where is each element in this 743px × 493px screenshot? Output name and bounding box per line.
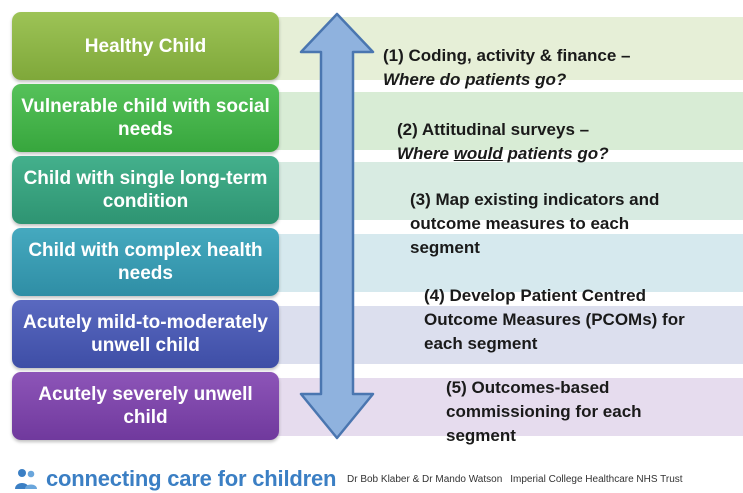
step-1-title: (1) Coding, activity & finance –	[383, 46, 631, 65]
step-1-coding-activity-finance: (1) Coding, activity & finance – Where d…	[383, 44, 631, 92]
step-4-line-3: each segment	[424, 334, 538, 353]
step-2-question: Where would patients go?	[397, 142, 609, 166]
step-5-line-2: commissioning for each	[446, 402, 642, 421]
segment-complex-health-needs: Child with complex health needs	[12, 228, 279, 296]
segment-label: Child with single long-term condition	[23, 168, 268, 212]
step-2-question-emphasis: would	[453, 144, 503, 163]
segment-vulnerable-child: Vulnerable child with social needs	[12, 84, 279, 152]
step-2-title: (2) Attitudinal surveys –	[397, 120, 590, 139]
step-5-line-1: (5) Outcomes-based	[446, 378, 610, 397]
segment-label: Child with complex health needs	[28, 240, 263, 284]
step-2-question-start: Where	[397, 144, 454, 163]
step-3-line-3: segment	[410, 238, 480, 257]
segment-mild-moderately-unwell: Acutely mild-to-moderately unwell child	[12, 300, 279, 368]
step-5-line-3: segment	[446, 426, 516, 445]
segment-label: Acutely mild-to-moderately unwell child	[23, 312, 268, 356]
segment-severely-unwell: Acutely severely unwell child	[12, 372, 279, 440]
double-arrow-shape	[299, 12, 375, 440]
step-3-map-indicators: (3) Map existing indicators and outcome …	[410, 188, 659, 260]
step-3-line-1: (3) Map existing indicators and	[410, 190, 660, 209]
credit-authors: Dr Bob Klaber & Dr Mando Watson	[347, 474, 503, 485]
step-4-line-2: Outcome Measures (PCOMs) for	[424, 310, 685, 329]
brand-name: connecting care for children	[46, 466, 337, 491]
brand-logo: connecting care for children	[14, 466, 336, 492]
step-4-line-1: (4) Develop Patient Centred	[424, 286, 646, 305]
segment-label: Vulnerable child with social needs	[21, 96, 270, 140]
segment-healthy-child: Healthy Child	[12, 12, 279, 80]
credit-organisation: Imperial College Healthcare NHS Trust	[510, 474, 683, 485]
step-2-question-end: patients go?	[502, 144, 609, 163]
segment-single-long-term-condition: Child with single long-term condition	[12, 156, 279, 224]
segment-label: Healthy Child	[84, 35, 207, 57]
step-5-outcomes-commissioning: (5) Outcomes-based commissioning for eac…	[446, 376, 642, 448]
step-4-develop-pcoms: (4) Develop Patient Centred Outcome Meas…	[424, 284, 685, 356]
step-3-line-2: outcome measures to each	[410, 214, 630, 233]
step-1-question: Where do patients go?	[383, 70, 567, 89]
step-2-attitudinal-surveys: (2) Attitudinal surveys – Where would pa…	[397, 118, 609, 166]
credit-line: Dr Bob Klaber & Dr Mando Watson Imperial …	[347, 474, 683, 485]
people-icon	[15, 469, 37, 489]
segment-label: Acutely severely unwell child	[38, 384, 253, 428]
